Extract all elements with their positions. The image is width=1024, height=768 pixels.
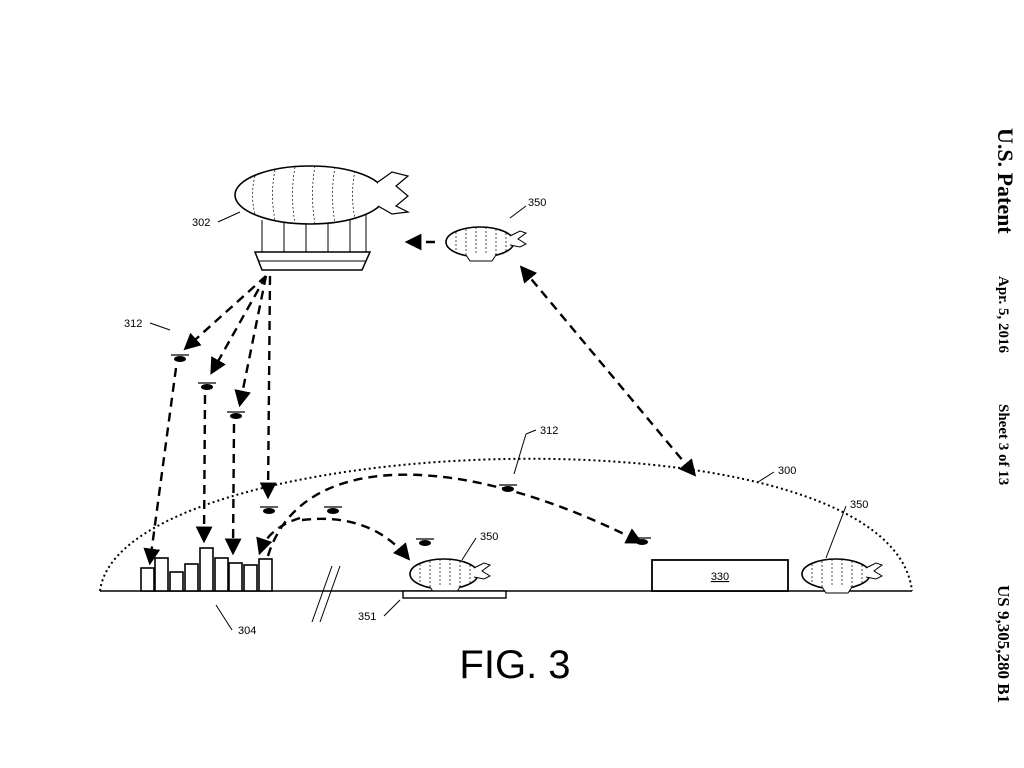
label-351: 351 xyxy=(358,611,376,623)
arrow-drop-2 xyxy=(210,275,268,375)
arrow-descend-2 xyxy=(195,394,213,544)
shuttle-airship-top xyxy=(445,226,527,262)
patent-title: U.S. Patent xyxy=(993,128,1018,234)
label-304: 304 xyxy=(238,625,256,637)
label-350-ground: 350 xyxy=(480,531,498,543)
label-330: 330 xyxy=(711,571,729,583)
label-302: 302 xyxy=(192,217,210,229)
patent-date: Apr. 5, 2016 xyxy=(995,276,1011,353)
arrow-shuttle-dome xyxy=(519,265,697,477)
leader-312-mid-tail xyxy=(525,429,537,435)
arrow-descend-1 xyxy=(143,367,178,566)
figure-caption: FIG. 3 xyxy=(459,643,570,687)
leader-304 xyxy=(215,604,233,631)
label-350-top: 350 xyxy=(528,197,546,209)
arrow-drop-3 xyxy=(234,275,268,408)
arc-to-station xyxy=(266,473,643,557)
leader-312-mid xyxy=(513,433,527,475)
uav-drone-3 xyxy=(226,411,246,420)
shuttle-airship-ground xyxy=(409,558,491,594)
uav-drone-7 xyxy=(415,538,435,547)
airship-302 xyxy=(234,165,411,271)
label-312-mid: 312 xyxy=(540,425,558,437)
leader-312-top xyxy=(149,322,171,331)
uav-drone-1 xyxy=(170,354,190,363)
coverage-area-boundary xyxy=(99,457,913,592)
buildings-304 xyxy=(140,547,273,592)
leader-350-top xyxy=(509,205,527,219)
leader-351 xyxy=(383,599,401,617)
break-mark xyxy=(311,565,341,623)
uav-drone-4 xyxy=(259,506,279,515)
patent-number: US 9,305,280 B1 xyxy=(994,585,1013,703)
label-350-right: 350 xyxy=(850,499,868,511)
patent-sheet-number: Sheet 3 of 13 xyxy=(995,404,1011,485)
station-330-box xyxy=(651,559,789,592)
arc-to-shuttle xyxy=(301,517,411,561)
arrow-drop-1 xyxy=(183,275,267,351)
leader-300 xyxy=(757,471,775,483)
shuttle-airship-right xyxy=(801,558,883,594)
label-312-top: 312 xyxy=(124,318,142,330)
uav-drone-6 xyxy=(498,484,518,493)
arrow-drop-4 xyxy=(259,275,277,500)
arrow-return-building xyxy=(256,516,301,556)
leader-350-right xyxy=(825,505,847,559)
leader-350-ground xyxy=(461,537,477,561)
uav-drone-5 xyxy=(323,506,343,515)
label-300: 300 xyxy=(778,465,796,477)
leader-302 xyxy=(217,211,241,223)
uav-drone-2 xyxy=(197,382,217,391)
arrow-descend-3 xyxy=(224,423,242,556)
landing-platform-351 xyxy=(402,590,507,599)
